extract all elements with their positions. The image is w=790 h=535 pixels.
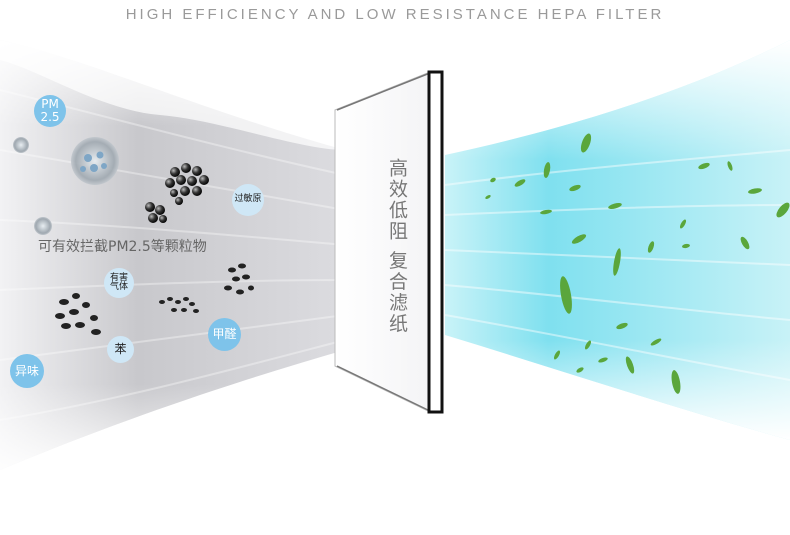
pm25-caption: 可有效拦截PM2.5等颗粒物 [38,239,207,255]
particle-cluster-icon [13,137,119,235]
allergen-badge: 过敏原 [232,184,264,216]
pm25-badge: PM 2.5 [34,95,66,127]
benzene-badge: 苯 [107,336,134,363]
formaldehyde-badge: 甲醛 [208,318,241,351]
harmful-gas-badge: 有害 气体 [104,268,134,298]
odor-badge: 异味 [10,354,44,388]
filter-label: 高效低阻 复合滤纸 [386,158,408,335]
leaf-icon [485,133,790,394]
page-title: HIGH EFFICIENCY AND LOW RESISTANCE HEPA … [125,6,665,23]
